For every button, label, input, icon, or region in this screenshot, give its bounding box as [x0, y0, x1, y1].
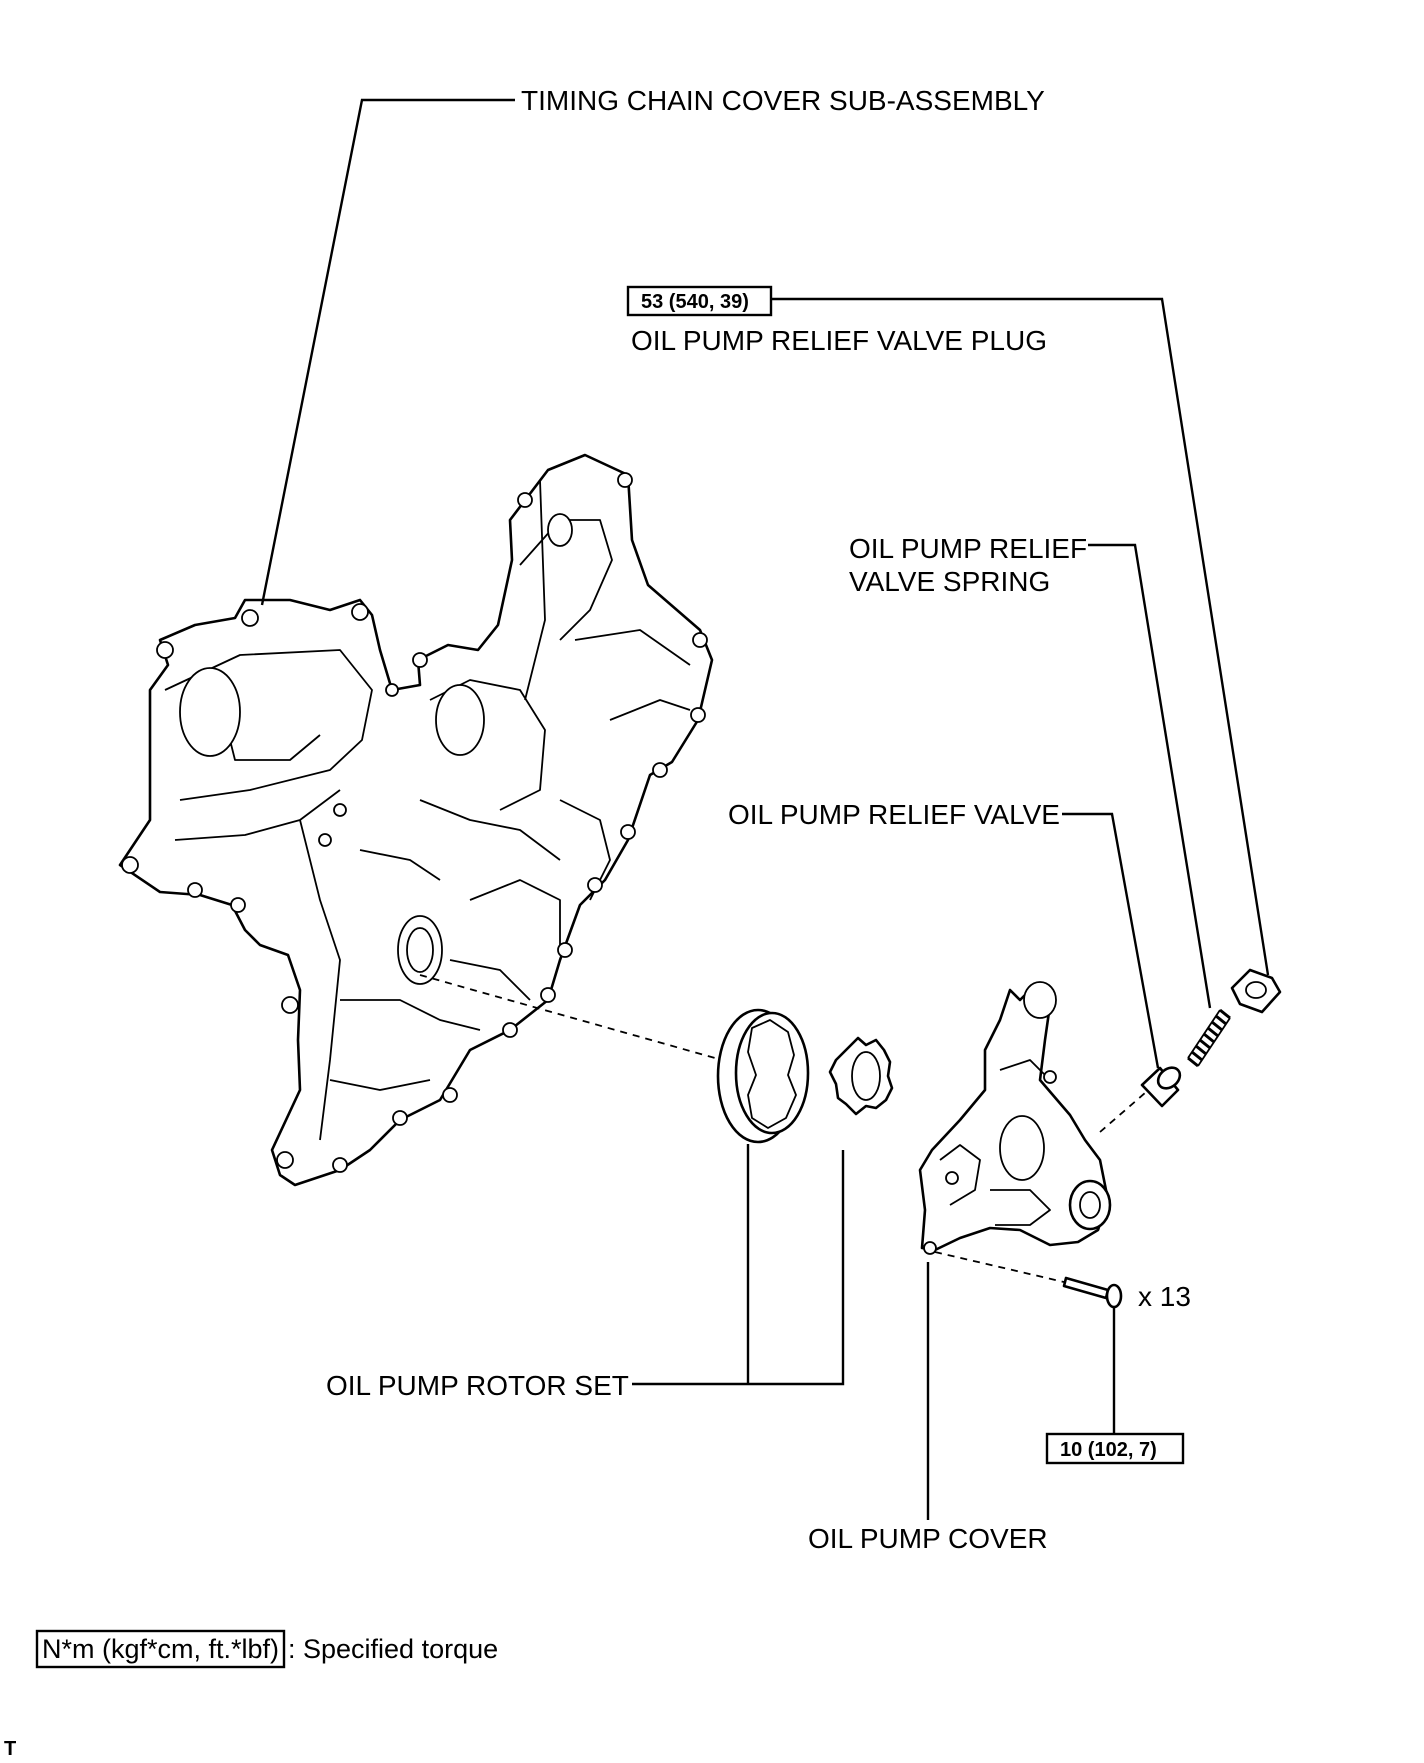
oil-pump-relief-valve-plug-drawing — [1230, 968, 1282, 1014]
label-relief-valve-plug: OIL PUMP RELIEF VALVE PLUG — [631, 325, 1047, 356]
legend-text: : Specified torque — [288, 1634, 498, 1664]
oil-pump-cover-drawing — [918, 981, 1112, 1255]
legend-unit: N*m (kgf*cm, ft.*lbf) — [42, 1634, 279, 1664]
torque-box-bolt — [1045, 1432, 1185, 1465]
timing-chain-cover-drawing — [118, 453, 714, 1187]
oil-pump-rotor-set-drawing — [716, 1008, 894, 1144]
oil-pump-relief-valve-spring-drawing — [1187, 1008, 1231, 1068]
corner-mark: T — [4, 1738, 16, 1760]
label-relief-valve-spring-2: VALVE SPRING — [849, 566, 1050, 597]
oil-pump-relief-valve-drawing — [1140, 1066, 1182, 1108]
label-bolt-qty: x 13 — [1138, 1281, 1191, 1312]
label-relief-valve: OIL PUMP RELIEF VALVE — [728, 799, 1060, 830]
legend-torque-box — [35, 1629, 286, 1669]
label-relief-valve-spring-1: OIL PUMP RELIEF — [849, 533, 1087, 564]
label-timing-chain-cover: TIMING CHAIN COVER SUB-ASSEMBLY — [521, 85, 1045, 116]
label-pump-cover: OIL PUMP COVER — [808, 1523, 1048, 1554]
bolt-drawing — [1062, 1276, 1123, 1309]
label-rotor-set: OIL PUMP ROTOR SET — [326, 1370, 629, 1401]
torque-box-plug — [626, 285, 773, 317]
torque-plug: 53 (540, 39) — [641, 291, 749, 313]
assembly-axis-lines — [419, 974, 1146, 1283]
torque-bolt: 10 (102, 7) — [1060, 1439, 1157, 1461]
leader-lines — [260, 98, 1270, 1520]
